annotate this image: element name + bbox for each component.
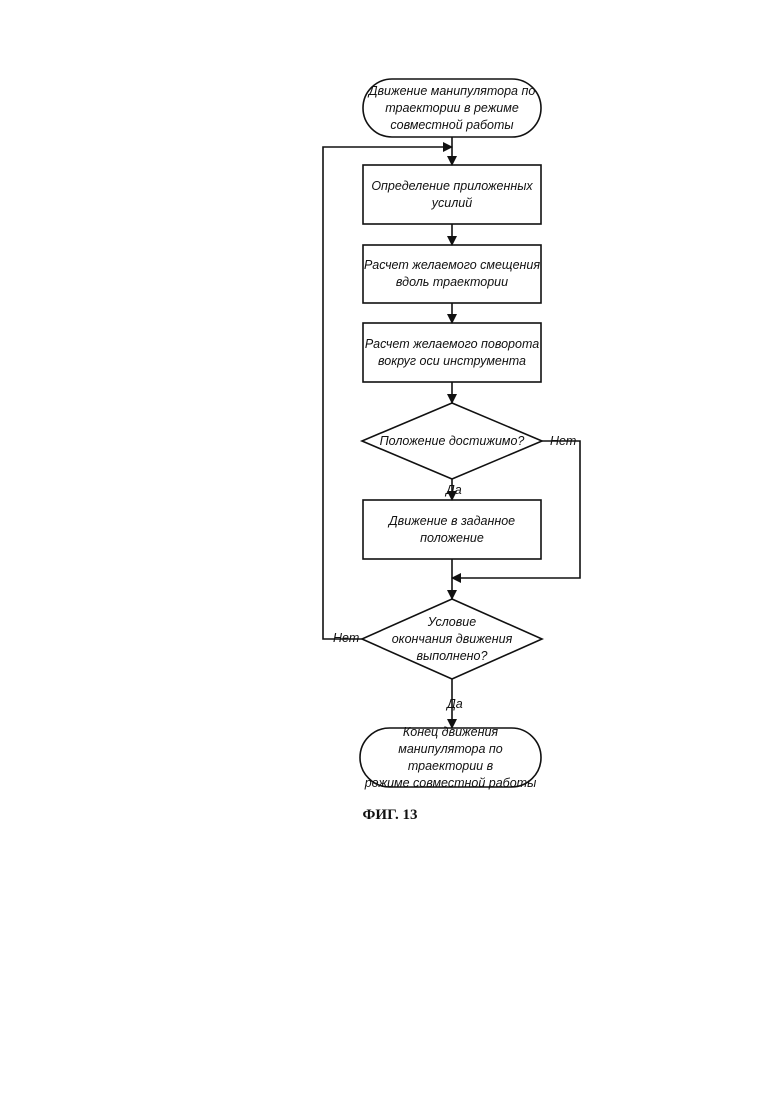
move-process-label: Движение в заданное положение bbox=[363, 500, 541, 559]
rotation-process-label: Расчет желаемого поворота вокруг оси инс… bbox=[363, 323, 541, 382]
offset-process-label: Расчет желаемого смещения вдоль траектор… bbox=[363, 245, 541, 303]
forces-process-label: Определение приложенных усилий bbox=[363, 165, 541, 224]
reachable-no-label: Нет bbox=[550, 434, 576, 448]
end-condition-no-label: Нет bbox=[333, 631, 359, 645]
figure-caption: ФИГ. 13 bbox=[0, 807, 780, 824]
end-condition-decision-label: Условие окончания движения выполнено? bbox=[362, 599, 542, 679]
start-terminal-label: Движение манипулятора по траектории в ре… bbox=[363, 79, 541, 137]
reachable-decision-label: Положение достижимо? bbox=[362, 403, 542, 479]
reachable-yes-label: Да bbox=[446, 483, 462, 497]
end-condition-yes-label: Да bbox=[447, 697, 463, 711]
end-terminal-label: Конец движения манипулятора по траектори… bbox=[360, 728, 541, 787]
